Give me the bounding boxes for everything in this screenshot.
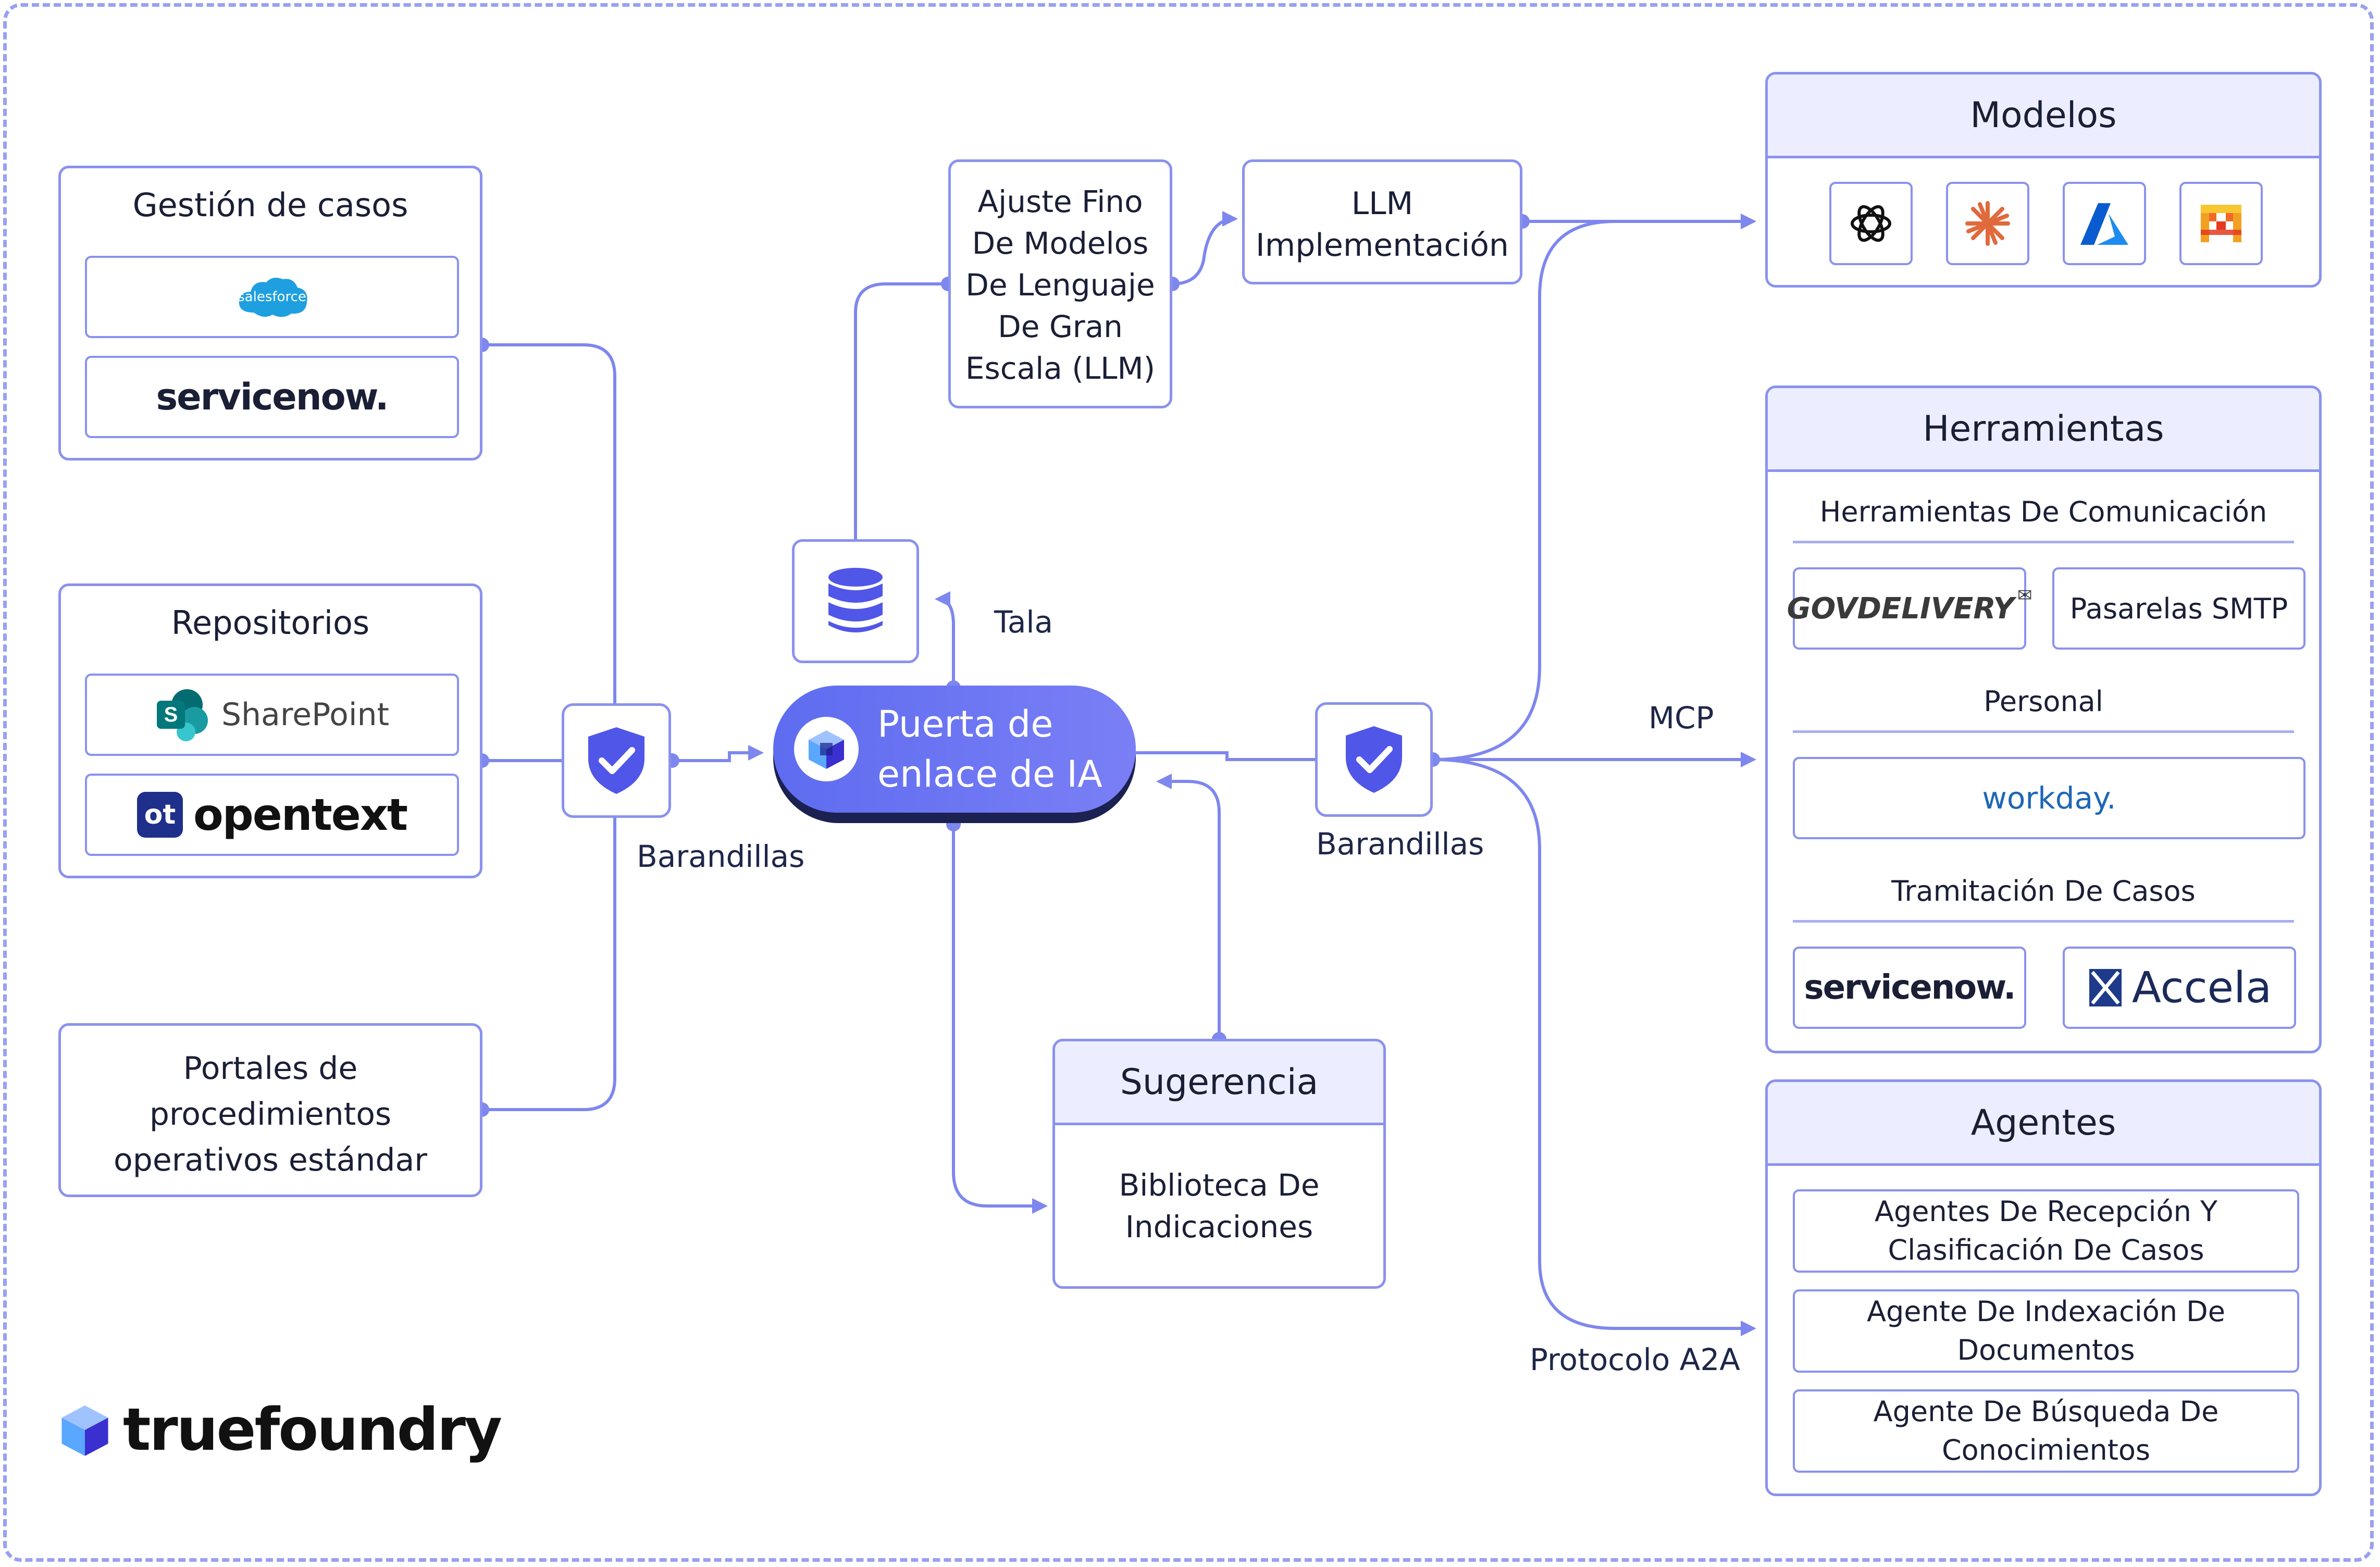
guardrails-left[interactable] xyxy=(562,703,671,818)
smtp-gateways-label: Pasarelas SMTP xyxy=(2069,592,2288,625)
agent-item[interactable]: Agentes De Recepción Y Clasificación De … xyxy=(1793,1189,2299,1273)
prompt-library-label: Biblioteca De Indicaciones xyxy=(1119,1167,1320,1245)
servicenow-wordmark: servicenow. xyxy=(1804,968,2016,1007)
sharepoint-wordmark: SharePoint xyxy=(221,697,390,733)
guardrails-right[interactable] xyxy=(1315,702,1433,817)
case-management-box: Gestión de casos salesforce servicenow. xyxy=(58,166,482,461)
agent-indexing-label: Agente De Indexación De Documentos xyxy=(1867,1295,2225,1366)
truefoundry-cube-icon xyxy=(61,1405,108,1456)
salesforce-wordmark: salesforce xyxy=(238,289,306,305)
truefoundry-wordmark: truefoundry xyxy=(123,1396,502,1464)
truefoundry-logo: truefoundry xyxy=(56,1396,502,1464)
wire-guard-agents xyxy=(1432,758,1756,1336)
wire-gateway-db xyxy=(935,591,955,688)
agent-search-label: Agente De Búsqueda De Conocimientos xyxy=(1873,1395,2219,1466)
repositories-title: Repositorios xyxy=(171,604,370,642)
a2a-edge-label: Protocolo A2A xyxy=(1530,1342,1740,1377)
shield-check-icon xyxy=(588,727,644,794)
opentext-logo-tile: ot opentext xyxy=(85,774,459,856)
finetune-title: Ajuste Fino De Modelos De Lenguaje De Gr… xyxy=(965,184,1156,386)
agents-title: Agentes xyxy=(1768,1082,2319,1166)
diagram-frame xyxy=(3,3,2374,1562)
case-management-title: Gestión de casos xyxy=(132,186,408,224)
wire-guard-gateway xyxy=(672,745,764,762)
opentext-wordmark: opentext xyxy=(193,789,408,840)
anthropic-icon xyxy=(1965,201,2010,246)
truefoundry-cube-icon xyxy=(809,730,844,769)
sop-portals-box: Portales de procedimientos operativos es… xyxy=(58,1023,482,1197)
gateway-logo-badge xyxy=(794,717,859,781)
agent-item[interactable]: Agente De Búsqueda De Conocimientos xyxy=(1793,1389,2299,1473)
log-label: Tala xyxy=(994,604,1053,640)
gateway-label: Puerta de enlace de IA xyxy=(877,703,1102,795)
wire-guard-models xyxy=(1432,214,1756,761)
agent-intake-label: Agentes De Recepción Y Clasificación De … xyxy=(1875,1195,2217,1266)
smtp-gateways-tile[interactable]: Pasarelas SMTP xyxy=(2052,567,2305,650)
wire-db-finetune xyxy=(854,282,948,539)
sharepoint-logo-tile: S SharePoint xyxy=(85,674,459,756)
sop-portals-title: Portales de procedimientos operativos es… xyxy=(114,1050,427,1178)
model-tile-azure[interactable] xyxy=(2063,182,2146,265)
database-icon xyxy=(828,568,883,632)
accela-icon xyxy=(2089,969,2122,1006)
agents-box: Agentes Agentes De Recepción Y Clasifica… xyxy=(1765,1079,2322,1496)
servicenow-wordmark: servicenow. xyxy=(156,376,389,418)
wire-casemgmt xyxy=(482,343,616,761)
accela-wordmark: Accela xyxy=(2131,963,2272,1013)
llm-deployment-box: LLM Implementación xyxy=(1242,159,1522,284)
prompt-title: Sugerencia xyxy=(1055,1041,1383,1125)
log-database-box xyxy=(792,539,919,663)
personnel-section-title: Personal xyxy=(1793,685,2294,733)
llm-deployment-title: LLM Implementación xyxy=(1256,185,1509,264)
servicenow-tile[interactable]: servicenow. xyxy=(1793,947,2026,1029)
model-tile-anthropic[interactable] xyxy=(1946,182,2029,265)
casework-section-title: Tramitación De Casos xyxy=(1793,875,2294,923)
mcp-edge-label: MCP xyxy=(1648,700,1714,736)
wire-finetune-deploy xyxy=(1172,211,1238,285)
svg-text:S: S xyxy=(164,703,178,726)
wire-gateway-guard xyxy=(1136,751,1316,761)
azure-icon xyxy=(2080,203,2128,245)
govdelivery-wordmark: GOVDELIVERY xyxy=(1787,591,2014,626)
model-tile-mistral[interactable] xyxy=(2179,182,2263,265)
models-title: Modelos xyxy=(1768,74,2319,158)
finetune-box: Ajuste Fino De Modelos De Lenguaje De Gr… xyxy=(948,159,1172,408)
communication-section-title: Herramientas De Comunicación xyxy=(1793,495,2294,543)
govdelivery-tile[interactable]: GOVDELIVERY ✉ xyxy=(1787,567,2032,650)
servicenow-logo-tile: servicenow. xyxy=(85,356,459,438)
salesforce-logo-tile: salesforce xyxy=(85,256,459,338)
workday-wordmark: workday. xyxy=(1982,780,2116,816)
mistral-icon xyxy=(2201,205,2241,242)
salesforce-icon xyxy=(239,278,307,317)
tools-title: Herramientas xyxy=(1768,388,2319,472)
wire-prompt-gateway xyxy=(1156,774,1221,1039)
openai-icon xyxy=(1851,205,1891,242)
wire-sop xyxy=(482,813,616,1111)
workday-tile[interactable]: workday. xyxy=(1793,757,2305,839)
agent-item[interactable]: Agente De Indexación De Documentos xyxy=(1793,1289,2299,1373)
guardrails-left-label: Barandillas xyxy=(637,839,805,874)
ai-gateway-pill[interactable]: Puerta de enlace de IA xyxy=(773,686,1136,813)
guardrails-right-label: Barandillas xyxy=(1316,826,1484,862)
models-box: Modelos xyxy=(1765,72,2322,288)
sharepoint-icon: S xyxy=(156,689,208,741)
opentext-icon: ot xyxy=(137,792,183,838)
accela-tile[interactable]: Accela xyxy=(2063,947,2296,1029)
wire-gateway-prompt xyxy=(952,824,1048,1214)
prompt-box: Sugerencia Biblioteca De Indicaciones xyxy=(1052,1039,1386,1289)
shield-check-icon xyxy=(1346,726,1402,793)
model-tile-openai[interactable] xyxy=(1829,182,1913,265)
tools-box: Herramientas Herramientas De Comunicació… xyxy=(1765,385,2322,1053)
repositories-box: Repositorios S SharePoint ot opentext xyxy=(58,583,482,878)
envelope-icon: ✉ xyxy=(2017,585,2032,606)
